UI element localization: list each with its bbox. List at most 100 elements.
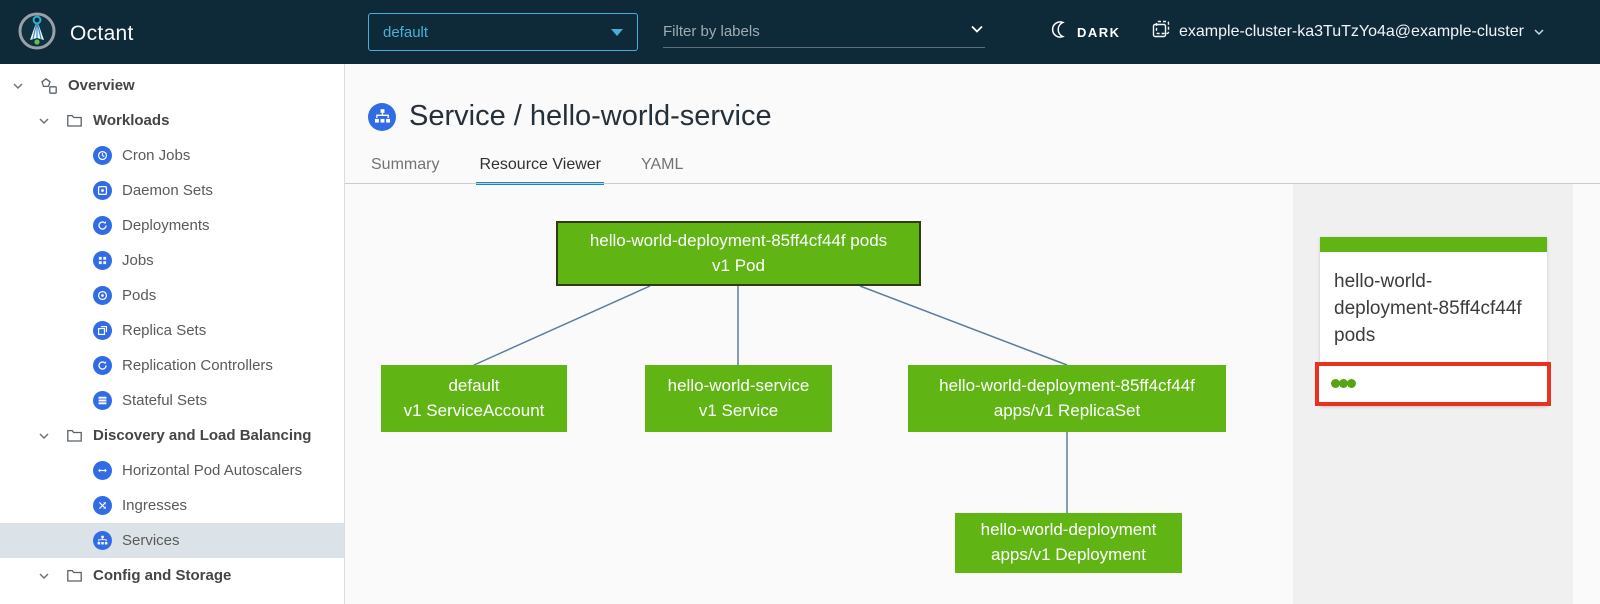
sidebar-item-ingresses[interactable]: Ingresses	[0, 488, 344, 523]
folder-icon	[66, 112, 83, 129]
sidebar-item-label: Jobs	[122, 252, 154, 269]
caret-down-icon[interactable]	[10, 79, 26, 93]
pod-status-dot	[1339, 379, 1348, 389]
node-kind: apps/v1 ReplicaSet	[993, 400, 1141, 420]
daemonset-icon	[93, 181, 112, 200]
sidebar-item-label: Services	[122, 532, 180, 549]
card-status-bar	[1320, 237, 1547, 252]
node-kind: v1 Service	[698, 400, 779, 420]
namespace-dropdown[interactable]: default	[368, 13, 638, 51]
sidebar-item-horizontal-pod-autoscalers[interactable]: Horizontal Pod Autoscalers	[0, 453, 344, 488]
chevron-down-icon[interactable]	[969, 21, 985, 42]
tab-yaml[interactable]: YAML	[641, 156, 684, 173]
resource-graph: hello-world-deployment-85ff4cf44f pods v…	[345, 184, 1293, 604]
node-kind: v1 ServiceAccount	[403, 400, 545, 420]
sidebar-item-config-and-storage[interactable]: Config and Storage	[0, 558, 344, 593]
sidebar-item-label: Ingresses	[122, 497, 188, 514]
hpa-icon	[93, 461, 112, 480]
pod-status-dot	[1347, 379, 1356, 389]
replicationcontroller-icon	[93, 356, 112, 375]
sidebar-item-overview[interactable]: Overview	[0, 68, 344, 103]
label-filter	[663, 16, 985, 48]
sidebar-item-label: Pods	[122, 287, 157, 304]
sidebar-item-replication-controllers[interactable]: Replication Controllers	[0, 348, 344, 383]
page-title: Service / hello-world-service	[368, 100, 772, 133]
sidebar-item-label: Replica Sets	[122, 322, 207, 339]
node-name: hello-world-deployment	[980, 520, 1157, 540]
graph-node-pods[interactable]: hello-world-deployment-85ff4cf44f pods v…	[556, 221, 921, 286]
sidebar-item-stateful-sets[interactable]: Stateful Sets	[0, 383, 344, 418]
folder-icon	[66, 567, 83, 584]
node-name: hello-world-service	[667, 375, 810, 395]
sidebar-item-jobs[interactable]: Jobs	[0, 243, 344, 278]
pod-status-highlight[interactable]	[1315, 361, 1551, 406]
caret-down-icon	[611, 28, 623, 36]
sidebar-nav: Overview Workloads Cron Jobs Daemon Sets	[0, 64, 345, 604]
sidebar-item-label: Discovery and Load Balancing	[93, 427, 312, 444]
sidebar-item-label: Daemon Sets	[122, 182, 213, 199]
theme-label: DARK	[1077, 24, 1121, 40]
node-name: default	[448, 375, 500, 395]
service-icon	[93, 531, 112, 550]
graph-node-service[interactable]: hello-world-service v1 Service	[645, 365, 832, 432]
node-kind: v1 Pod	[712, 255, 765, 275]
sidebar-item-discovery-and-load-balancing[interactable]: Discovery and Load Balancing	[0, 418, 344, 453]
octant-logo-icon	[18, 12, 56, 55]
tab-bar: Summary Resource Viewer YAML	[368, 152, 686, 185]
replicaset-icon	[93, 321, 112, 340]
context-value: example-cluster-ka3TuTzYo4a@example-clus…	[1179, 22, 1524, 40]
sidebar-item-label: Overview	[68, 77, 135, 94]
theme-toggle[interactable]: DARK	[1051, 21, 1121, 43]
selected-resource-card[interactable]: hello-world-deployment-85ff4cf44f pods	[1315, 237, 1551, 406]
node-name: hello-world-deployment-85ff4cf44f pods	[589, 230, 888, 250]
card-title: hello-world-deployment-85ff4cf44f pods	[1334, 271, 1522, 346]
sidebar-item-label: Replication Controllers	[122, 357, 273, 374]
sidebar-item-label: Config and Storage	[93, 567, 232, 584]
sidebar-item-label: Stateful Sets	[122, 392, 208, 409]
detail-panel: hello-world-deployment-85ff4cf44f pods	[1293, 184, 1573, 604]
caret-down-icon[interactable]	[36, 569, 52, 583]
graph-node-serviceaccount[interactable]: default v1 ServiceAccount	[381, 365, 567, 432]
brand: Octant	[18, 12, 134, 55]
tab-resource-viewer[interactable]: Resource Viewer	[476, 152, 604, 185]
node-kind: apps/v1 Deployment	[991, 545, 1146, 564]
namespace-value: default	[383, 23, 429, 41]
sidebar-item-deployments[interactable]: Deployments	[0, 208, 344, 243]
job-icon	[93, 251, 112, 270]
app-title: Octant	[70, 21, 134, 45]
app-header: Octant default DARK exam	[0, 0, 1600, 64]
sidebar-item-replica-sets[interactable]: Replica Sets	[0, 313, 344, 348]
graph-edges	[473, 285, 1068, 513]
chevron-down-icon	[1533, 26, 1545, 38]
page-title-text: Service / hello-world-service	[409, 100, 772, 132]
sidebar-item-label: Workloads	[93, 112, 170, 129]
ingress-icon	[93, 496, 112, 515]
folder-icon	[66, 427, 83, 444]
applications-icon	[40, 77, 58, 95]
caret-down-icon[interactable]	[36, 429, 52, 443]
sidebar-item-label: Cron Jobs	[122, 147, 191, 164]
graph-node-deployment[interactable]: hello-world-deployment apps/v1 Deploymen…	[955, 513, 1182, 573]
moon-icon	[1051, 21, 1068, 43]
pod-status-dot	[1331, 379, 1340, 389]
context-selector[interactable]: example-cluster-ka3TuTzYo4a@example-clus…	[1152, 20, 1545, 43]
sidebar-item-services[interactable]: Services	[0, 523, 344, 558]
sidebar-item-label: Deployments	[122, 217, 210, 234]
cronjob-icon	[93, 146, 112, 165]
main-content: Service / hello-world-service Summary Re…	[345, 64, 1600, 604]
sidebar-item-workloads[interactable]: Workloads	[0, 103, 344, 138]
pod-icon	[93, 286, 112, 305]
node-name: hello-world-deployment-85ff4cf44f	[939, 375, 1195, 395]
sidebar-item-label: Horizontal Pod Autoscalers	[122, 462, 303, 479]
tab-summary[interactable]: Summary	[371, 156, 440, 173]
sidebar-item-cron-jobs[interactable]: Cron Jobs	[0, 138, 344, 173]
sidebar-item-pods[interactable]: Pods	[0, 278, 344, 313]
caret-down-icon[interactable]	[36, 114, 52, 128]
divider	[345, 183, 1600, 184]
graph-node-replicaset[interactable]: hello-world-deployment-85ff4cf44f apps/v…	[908, 365, 1226, 432]
cluster-icon	[1152, 20, 1170, 43]
sidebar-item-daemon-sets[interactable]: Daemon Sets	[0, 173, 344, 208]
label-filter-input[interactable]	[663, 23, 969, 40]
deployment-icon	[93, 216, 112, 235]
